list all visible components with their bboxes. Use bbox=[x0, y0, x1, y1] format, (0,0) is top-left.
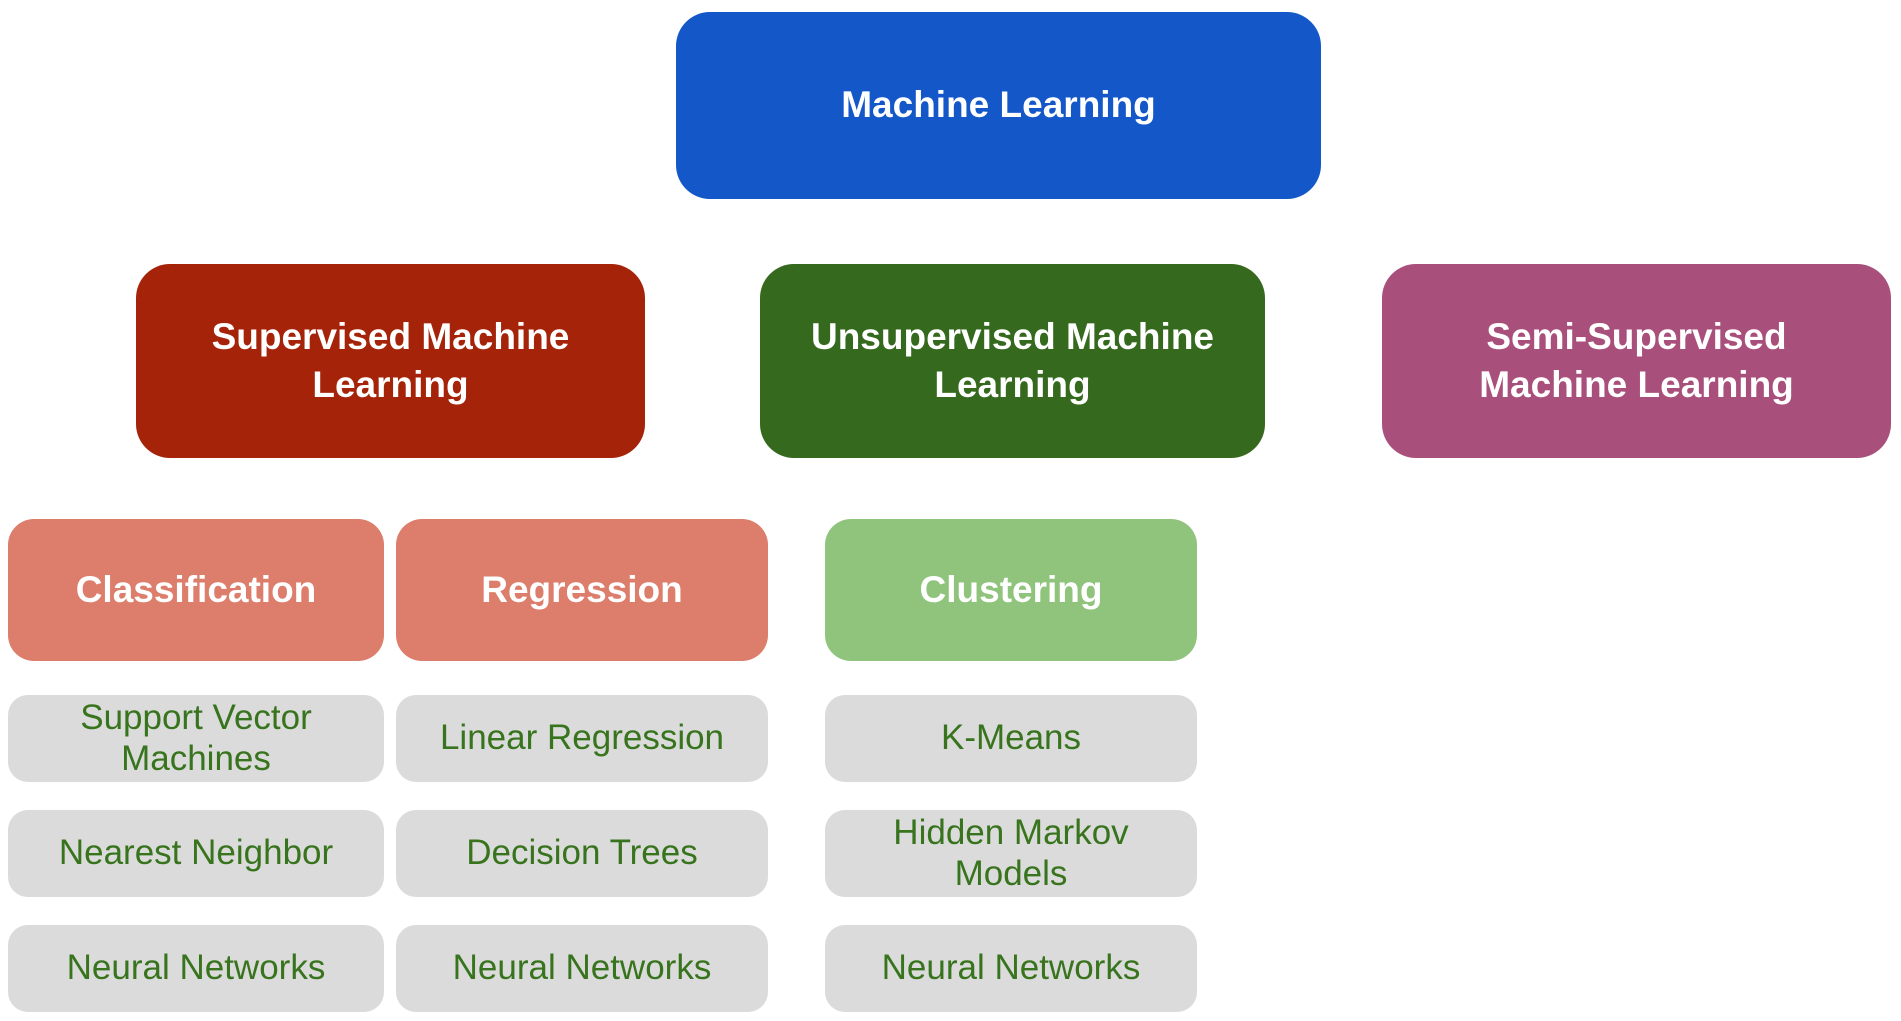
branch-unsupervised-machine-learning: Unsupervised Machine Learning bbox=[760, 264, 1265, 458]
leaf-linear-regression: Linear Regression bbox=[396, 695, 768, 782]
subcategory-classification: Classification bbox=[8, 519, 384, 661]
leaf-nearest-neighbor: Nearest Neighbor bbox=[8, 810, 384, 897]
leaf-neural-networks-classification: Neural Networks bbox=[8, 925, 384, 1012]
root-node-machine-learning: Machine Learning bbox=[676, 12, 1321, 199]
leaf-decision-trees: Decision Trees bbox=[396, 810, 768, 897]
leaf-neural-networks-regression: Neural Networks bbox=[396, 925, 768, 1012]
branch-supervised-machine-learning: Supervised Machine Learning bbox=[136, 264, 645, 458]
leaf-neural-networks-clustering: Neural Networks bbox=[825, 925, 1197, 1012]
subcategory-regression: Regression bbox=[396, 519, 768, 661]
leaf-hidden-markov-models: Hidden Markov Models bbox=[825, 810, 1197, 897]
leaf-k-means: K-Means bbox=[825, 695, 1197, 782]
subcategory-clustering: Clustering bbox=[825, 519, 1197, 661]
branch-semi-supervised-machine-learning: Semi-Supervised Machine Learning bbox=[1382, 264, 1891, 458]
leaf-support-vector-machines: Support Vector Machines bbox=[8, 695, 384, 782]
